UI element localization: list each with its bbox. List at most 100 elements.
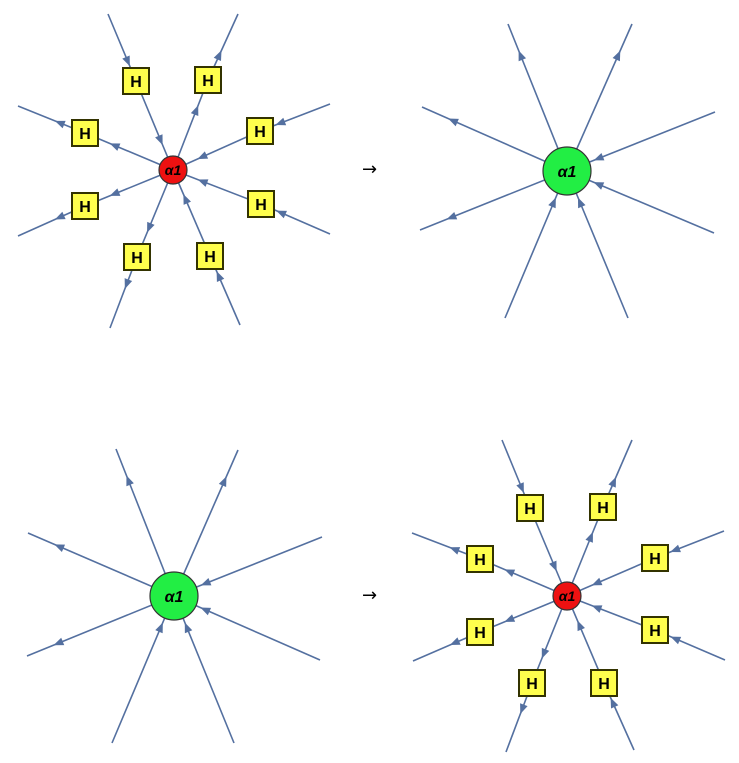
hydrogen-label: H: [474, 552, 486, 569]
edge: [566, 170, 629, 319]
edge: [173, 595, 235, 744]
hydrogen-node: H: [641, 616, 669, 644]
edge: [173, 595, 321, 661]
hydrogen-node: H: [71, 192, 99, 220]
hydrogen-label: H: [130, 74, 142, 91]
edge-arrowhead: [183, 194, 191, 205]
edge-arrowhead: [670, 544, 681, 553]
hydrogen-box: [71, 192, 99, 220]
edge-arrowhead: [200, 577, 212, 586]
hydrogen-box: [641, 544, 669, 572]
hydrogen-box: [194, 66, 222, 94]
edge-arrowhead: [109, 143, 121, 151]
edge-arrowhead: [54, 544, 66, 552]
vertex-alpha1-red: [158, 155, 188, 185]
edge-inner-segment: [135, 80, 174, 171]
edge-inner-segment: [566, 595, 605, 684]
hydrogen-label: H: [597, 500, 609, 517]
edge: [173, 536, 323, 597]
hydrogen-box: [123, 243, 151, 271]
rule-2-transform-arrow: →: [362, 585, 377, 606]
edge-inner-segment: [566, 595, 656, 631]
edge-arrowhead: [449, 547, 461, 555]
hydrogen-node: H: [466, 618, 494, 646]
edge: [26, 595, 175, 657]
hydrogen-label: H: [649, 551, 661, 568]
rule-2-lhs-graph: α1: [26, 448, 323, 744]
hydrogen-label: H: [79, 126, 91, 143]
edge-arrowhead: [54, 211, 66, 220]
edge-inner-segment: [566, 557, 656, 597]
edge-arrowhead: [585, 531, 593, 543]
edge-arrowhead: [518, 50, 527, 62]
hydrogen-box: [589, 493, 617, 521]
edge-arrowhead: [184, 622, 193, 634]
edge-arrowhead: [608, 476, 617, 488]
hydrogen-box: [518, 669, 546, 697]
edge-arrowhead: [190, 105, 199, 116]
vertex-label: α1: [558, 164, 577, 181]
edge-arrowhead: [577, 620, 585, 632]
edge-inner-segment: [172, 169, 211, 257]
hydrogen-label: H: [131, 250, 143, 267]
edge-arrowhead: [126, 475, 134, 487]
edge-arrowhead: [276, 210, 287, 219]
edge-arrowhead: [593, 182, 605, 190]
edge-arrowhead: [155, 134, 163, 146]
vertex-alpha1-green: [149, 571, 199, 621]
hydrogen-label: H: [254, 124, 266, 141]
edge-arrowhead: [216, 271, 225, 282]
hydrogen-box: [247, 190, 275, 218]
hydrogen-label: H: [204, 249, 216, 266]
edge-arrowhead: [197, 151, 209, 160]
edge-arrowhead: [448, 118, 459, 127]
vertex-label: α1: [165, 589, 184, 606]
edge-arrowhead: [124, 278, 133, 289]
hydrogen-box: [516, 494, 544, 522]
edge-arrowhead: [109, 188, 121, 196]
edge-arrowhead: [213, 50, 222, 62]
edge-inner-segment: [531, 595, 568, 684]
edge-inner-segment: [479, 558, 568, 597]
edge-arrowhead: [449, 637, 461, 646]
edge: [566, 23, 633, 172]
edge-arrowhead: [504, 569, 516, 577]
edge-inner-segment: [479, 595, 568, 633]
vertex-alpha1-green: [542, 146, 592, 196]
edge-arrowhead: [218, 476, 227, 488]
hydrogen-box: [466, 545, 494, 573]
edge: [504, 170, 568, 319]
edge-inner-segment: [136, 169, 174, 258]
hydrogen-node: H: [123, 243, 151, 271]
edge-inner-segment: [529, 507, 568, 597]
hydrogen-box: [641, 616, 669, 644]
edge: [173, 449, 239, 597]
edge-arrowhead: [591, 605, 603, 613]
edge-arrowhead: [610, 697, 619, 709]
edge: [507, 23, 568, 172]
edge-arrowhead: [541, 647, 550, 659]
edge-arrowhead: [548, 197, 556, 209]
hydrogen-label: H: [649, 623, 661, 640]
edge-inner-segment: [566, 506, 604, 597]
edge-arrowhead: [520, 703, 528, 715]
edge-inner-segment: [84, 169, 174, 207]
hydrogen-node: H: [589, 493, 617, 521]
edge-arrowhead: [670, 636, 682, 645]
hydrogen-label: H: [474, 625, 486, 642]
hydrogen-label: H: [202, 73, 214, 90]
rule-1-rhs-graph: α1: [419, 23, 716, 319]
hydrogen-box: [590, 669, 618, 697]
hydrogen-label: H: [79, 199, 91, 216]
edge-arrowhead: [446, 211, 458, 220]
edge-inner-segment: [172, 130, 261, 171]
hydrogen-label: H: [526, 676, 538, 693]
hydrogen-node: H: [246, 117, 274, 145]
edge-arrowhead: [612, 50, 621, 62]
hydrogen-node: H: [196, 242, 224, 270]
hydrogen-node: H: [71, 119, 99, 147]
hydrogen-label: H: [598, 676, 610, 693]
